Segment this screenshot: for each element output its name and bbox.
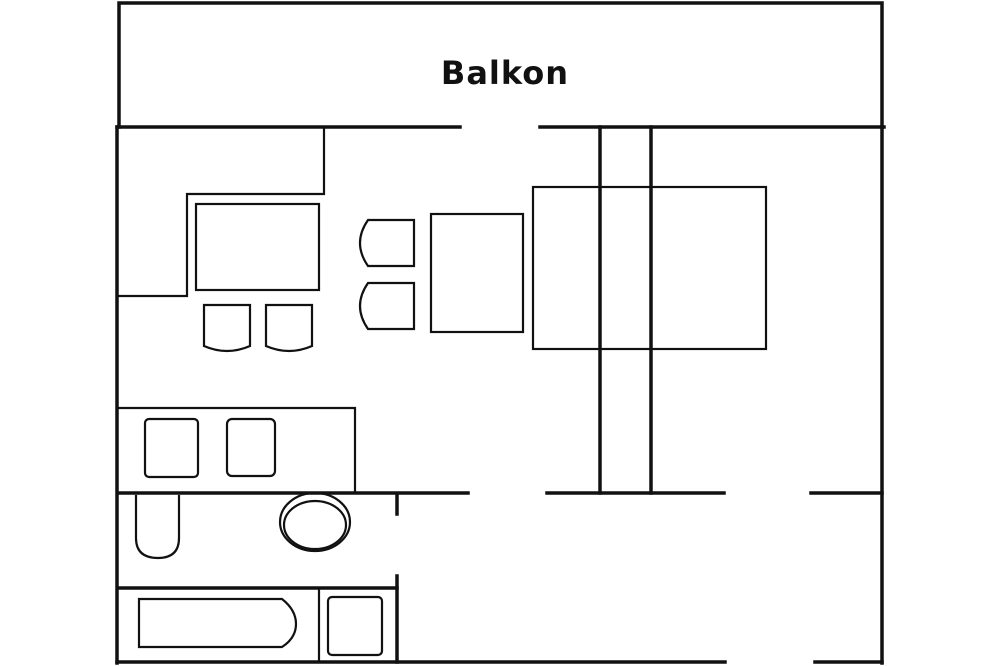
bathtub <box>137 597 298 649</box>
kitchen-counter <box>117 125 326 298</box>
stove-burner <box>225 417 277 478</box>
kitchen-stove <box>117 406 357 495</box>
dining-table <box>194 202 321 292</box>
walls <box>115 125 886 665</box>
balcony <box>117 1 884 129</box>
chair <box>358 218 416 268</box>
shower-tray <box>317 586 384 664</box>
stove-burner <box>143 417 200 479</box>
coffee-table <box>429 212 525 334</box>
chair <box>264 303 314 353</box>
chair <box>358 281 416 331</box>
toilet <box>134 494 181 560</box>
balcony-label: Balkon <box>440 54 570 92</box>
wardrobe-frame <box>598 125 653 495</box>
chair <box>202 303 252 353</box>
washbasin <box>278 491 352 553</box>
dining-chairs <box>202 218 416 353</box>
